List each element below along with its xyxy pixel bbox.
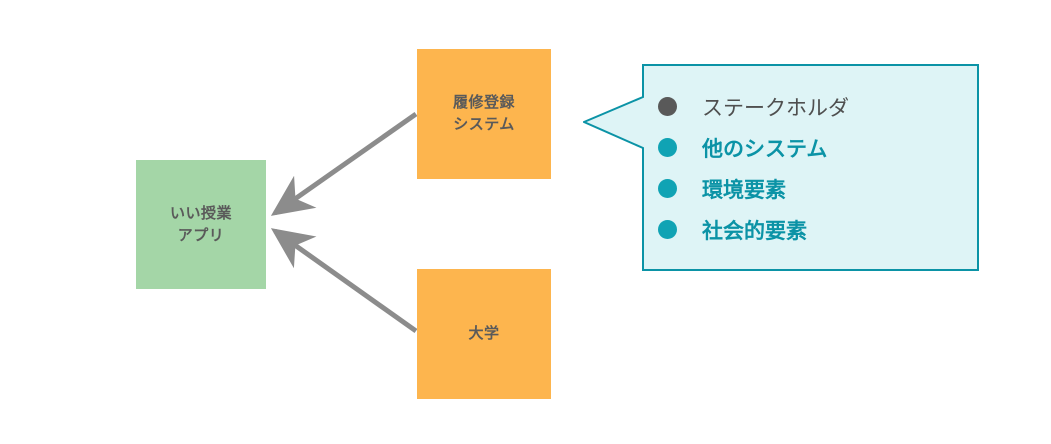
callout-bubble-shape [583, 64, 979, 271]
legend-item-other-systems[interactable]: 他のシステム [658, 127, 968, 168]
legend-item-label: 他のシステム [702, 137, 828, 161]
legend-list: ステークホルダ 他のシステム 環境要素 社会的要素 [658, 86, 968, 250]
node-app[interactable]: いい授業 アプリ [136, 160, 266, 289]
bullet-dot-icon [658, 179, 677, 198]
legend-item-label: 環境要素 [702, 178, 786, 202]
node-app-label: いい授業 アプリ [169, 204, 232, 244]
bullet-dot-icon [658, 97, 677, 116]
legend-callout: ステークホルダ 他のシステム 環境要素 社会的要素 [583, 64, 979, 271]
legend-item-label: 社会的要素 [702, 219, 807, 243]
node-course-registration-system-label: 履修登録 システム [452, 94, 515, 133]
legend-item-stakeholder[interactable]: ステークホルダ [658, 86, 968, 127]
node-course-registration-system[interactable]: 履修登録 システム [417, 49, 551, 179]
legend-item-label: ステークホルダ [702, 96, 849, 120]
bullet-dot-icon [658, 220, 677, 239]
edge-reg-to-app [270, 111, 418, 216]
edge-univ-to-app [270, 228, 418, 334]
node-university-label: 大学 [468, 325, 500, 343]
bullet-dot-icon [658, 138, 677, 157]
legend-item-environmental-factors[interactable]: 環境要素 [658, 168, 968, 209]
node-university[interactable]: 大学 [417, 269, 551, 399]
legend-item-social-factors[interactable]: 社会的要素 [658, 209, 968, 250]
